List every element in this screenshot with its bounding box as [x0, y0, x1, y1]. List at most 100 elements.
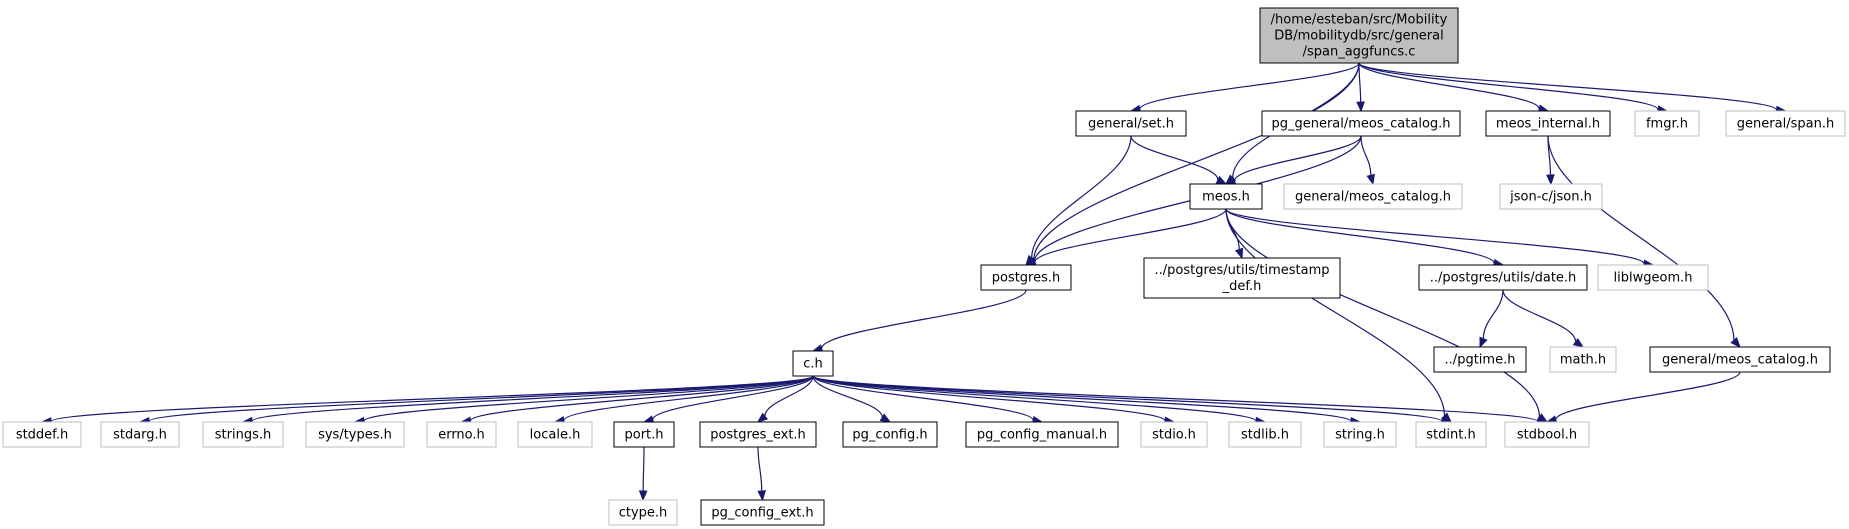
nodes-layer: /home/esteban/src/MobilityDB/mobilitydb/…: [2, 7, 1846, 526]
node-label: general/span.h: [1737, 117, 1834, 132]
edge-port-to-ctype: [638, 446, 648, 502]
node-label: _def.h: [1222, 279, 1262, 294]
node-box: [1649, 346, 1831, 373]
node-strings: strings.h: [202, 421, 284, 448]
edge-line: [821, 289, 1027, 349]
edge-c-to-postgres_ext: [756, 375, 814, 423]
edge-c-to-sys_types: [353, 375, 814, 426]
edge-c-to-port: [642, 375, 814, 424]
node-box: [792, 350, 834, 377]
edge-line: [812, 375, 883, 418]
edges-layer: [40, 62, 1787, 502]
edge-arrowhead: [757, 490, 767, 502]
node-label: errno.h: [438, 428, 485, 443]
node-json: json-c/json.h: [1499, 183, 1603, 210]
node-label: port.h: [624, 428, 663, 443]
edge-line: [1139, 62, 1360, 110]
node-pg_general_meos_catalog[interactable]: pg_general/meos_catalog.h: [1261, 110, 1461, 137]
edge-date-to-pgtime: [1479, 289, 1504, 349]
node-label: /home/esteban/src/Mobility: [1271, 13, 1448, 28]
edge-c-to-stdlib: [812, 375, 1267, 426]
node-box: [965, 421, 1119, 448]
edge-line: [812, 375, 1034, 421]
node-label: general/meos_catalog.h: [1295, 190, 1451, 205]
node-label: stddef.h: [16, 428, 68, 443]
node-meos_internal[interactable]: meos_internal.h: [1485, 110, 1611, 137]
node-postgres[interactable]: postgres.h: [980, 264, 1072, 291]
edge-arrowhead: [638, 490, 648, 502]
node-pgtime[interactable]: ../pgtime.h: [1433, 346, 1527, 373]
edge-line: [1225, 208, 1541, 418]
node-box: [1418, 264, 1588, 291]
node-label: postgres_ext.h: [710, 428, 806, 443]
node-label: ctype.h: [619, 506, 668, 521]
node-box: [1259, 7, 1459, 64]
node-label: fmgr.h: [1646, 117, 1688, 132]
node-general_span: general/span.h: [1725, 110, 1846, 137]
node-postgres_ext[interactable]: postgres_ext.h: [699, 421, 817, 448]
node-label: stdbool.h: [1517, 428, 1577, 443]
node-label: meos_internal.h: [1496, 117, 1600, 132]
node-general_set[interactable]: general/set.h: [1075, 110, 1187, 137]
node-box: [1283, 183, 1463, 210]
node-box: [1504, 421, 1590, 448]
edge-general_set-to-meos: [1130, 135, 1228, 185]
node-box: [1189, 183, 1263, 210]
node-date[interactable]: ../postgres/utils/date.h: [1418, 264, 1588, 291]
node-label: c.h: [803, 357, 823, 372]
node-meos[interactable]: meos.h: [1189, 183, 1263, 210]
node-label: stdlib.h: [1241, 428, 1289, 443]
node-general_meos_catalog[interactable]: general/meos_catalog.h: [1649, 346, 1831, 373]
node-label: general/set.h: [1088, 117, 1174, 132]
node-pg_config[interactable]: pg_config.h: [842, 421, 938, 448]
node-box: [1597, 264, 1709, 291]
node-pg_config_manual[interactable]: pg_config_manual.h: [965, 421, 1119, 448]
edge-line: [1034, 208, 1227, 263]
node-box: [1228, 421, 1302, 448]
edge-arrowhead: [1356, 101, 1365, 113]
edge-pg_general_meos_catalog-to-meos: [1224, 135, 1362, 185]
edge-root-to-general_span: [1358, 62, 1787, 115]
node-port[interactable]: port.h: [613, 421, 675, 448]
edge-line: [1225, 208, 1645, 265]
edge-c-to-strings: [241, 375, 814, 426]
node-box: [980, 264, 1072, 291]
edge-line: [469, 375, 814, 422]
edge-general_meos_catalog-to-stdbool: [1545, 371, 1741, 424]
node-label: liblwgeom.h: [1614, 271, 1693, 286]
edge-line: [1360, 135, 1372, 176]
node-timestamp_def[interactable]: ../postgres/utils/timestamp_def.h: [1143, 257, 1341, 299]
node-root[interactable]: /home/esteban/src/MobilityDB/mobilitydb/…: [1259, 7, 1459, 64]
edge-line: [812, 375, 1166, 422]
node-pg_config_ext[interactable]: pg_config_ext.h: [700, 499, 825, 526]
edge-line: [812, 375, 1539, 422]
edge-arrowhead: [1546, 174, 1555, 186]
node-label: strings.h: [215, 428, 271, 443]
node-label: postgres.h: [992, 271, 1061, 286]
edge-meos-to-stdint: [1225, 208, 1452, 423]
node-stddef: stddef.h: [2, 421, 82, 448]
edge-line: [652, 375, 814, 420]
edge-meos_internal-to-json: [1546, 135, 1555, 186]
edge-line: [764, 375, 814, 417]
edge-arrowhead: [879, 413, 892, 423]
node-label: /span_aggfuncs.c: [1303, 45, 1416, 60]
edge-line: [1130, 135, 1219, 181]
edge-c-to-string: [812, 375, 1362, 426]
edge-date-to-math: [1502, 289, 1585, 348]
node-label: locale.h: [530, 428, 581, 443]
node-label: stdio.h: [1152, 428, 1196, 443]
edge-c-to-stdint: [812, 375, 1453, 426]
node-box: [202, 421, 284, 448]
node-label: ../postgres/utils/date.h: [1430, 271, 1577, 286]
node-box: [305, 421, 405, 448]
edge-root-to-fmgr: [1358, 62, 1669, 114]
node-liblwgeom: liblwgeom.h: [1597, 264, 1709, 291]
edge-c-to-stdarg: [138, 375, 814, 426]
node-string: string.h: [1323, 421, 1397, 448]
node-c[interactable]: c.h: [792, 350, 834, 377]
node-box: [426, 421, 497, 448]
node-box: [1485, 110, 1611, 137]
edge-root-to-pg_general_meos_catalog: [1356, 62, 1365, 113]
node-fmgr: fmgr.h: [1634, 110, 1700, 137]
